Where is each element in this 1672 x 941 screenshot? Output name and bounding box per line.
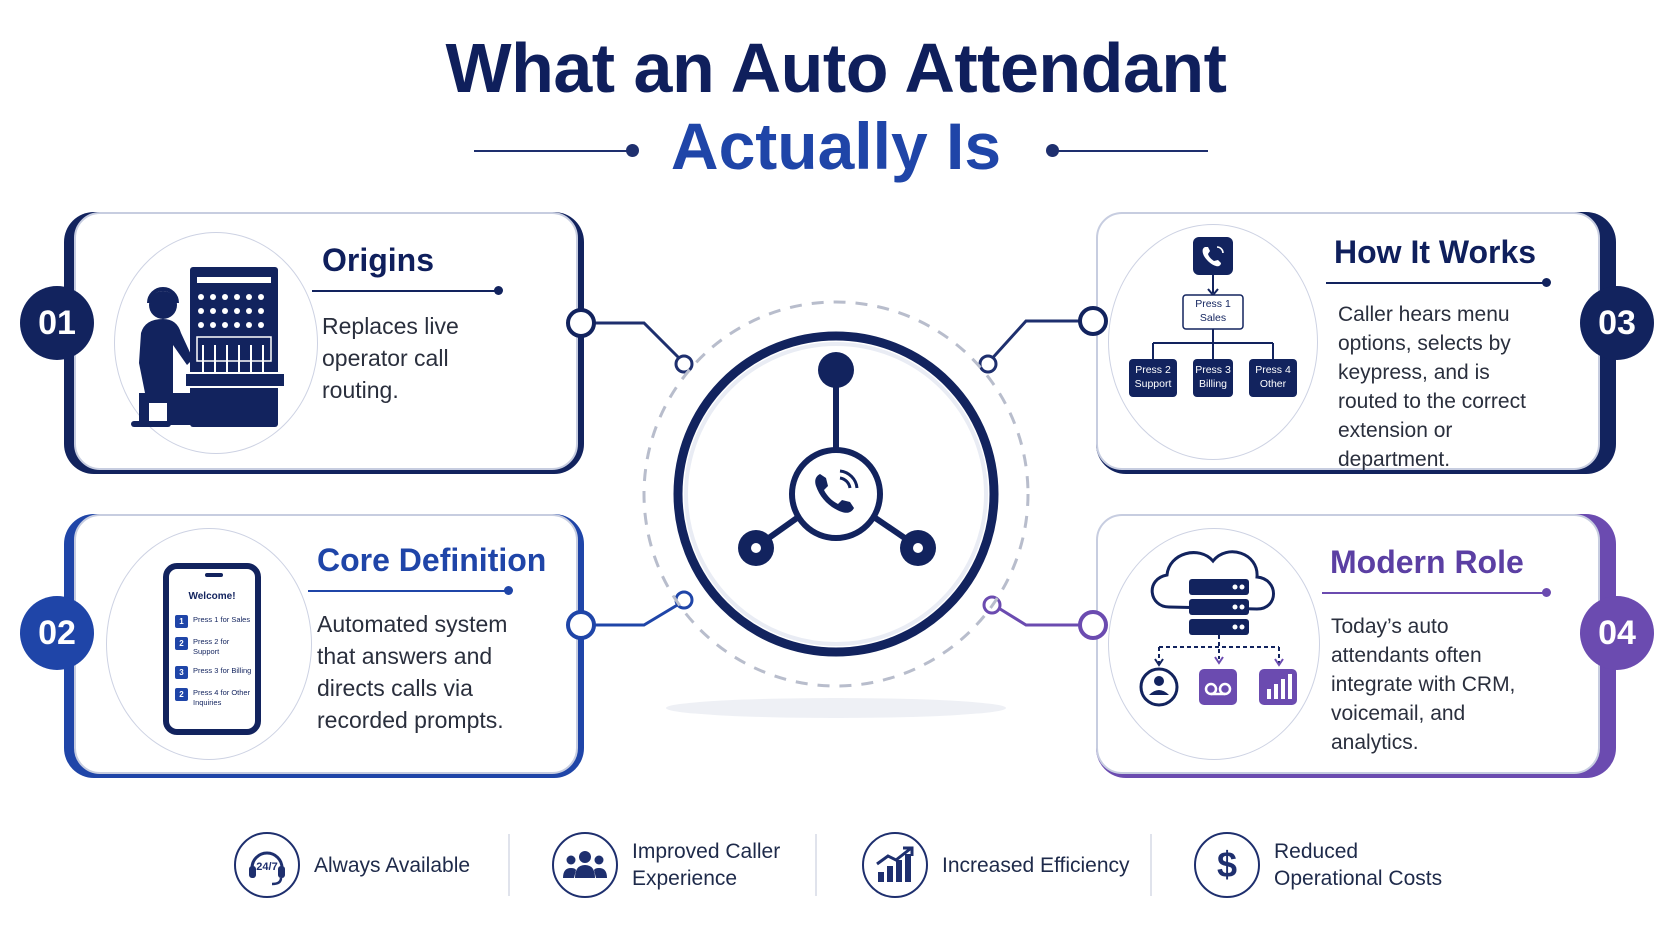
phone-icon <box>815 469 859 513</box>
24-7-headset-icon: 24/7 <box>234 832 300 898</box>
core-card: Welcome! 1 Press 1 for Sales 2 Press 2 for … <box>74 514 578 774</box>
24-7-label: 24/7 <box>256 861 278 873</box>
benefit-label: Reduced Operational Costs <box>1274 840 1443 890</box>
title-rule-right <box>1052 150 1208 152</box>
origins-number-badge: 01 <box>20 286 94 360</box>
benefit-always-available: 24/7 Always Available <box>234 832 470 898</box>
phone-greeting: Welcome! <box>188 591 236 602</box>
modern-title: Modern Role <box>1330 544 1524 580</box>
how-body: Caller hears menu options, selects by ke… <box>1338 303 1526 471</box>
page-title: What an Auto Attendant <box>445 29 1227 107</box>
how-illustration: Press 1 Sales Press 2 Support Press 3 Bi… <box>1108 224 1318 460</box>
tree-leaf-billing: Press 3 Billing <box>1195 364 1231 390</box>
core-title-rule <box>308 590 508 592</box>
origins-illustration <box>114 232 318 454</box>
origins-title-rule <box>312 290 498 292</box>
phone-option-number: 2 <box>175 688 188 701</box>
connector-origins <box>580 321 686 365</box>
phone-call-icon <box>1193 237 1233 275</box>
tree-leaf-other: Press 4 Other <box>1255 364 1291 390</box>
phone-option-number: 2 <box>175 637 188 650</box>
central-hub <box>580 300 1092 718</box>
phone-option-label: Press 4 for Other Inquiries <box>193 688 251 707</box>
tree-leaf-support: Press 2 Support <box>1134 364 1172 390</box>
title-rule-left <box>474 150 634 152</box>
origins-rule-dot <box>494 286 503 295</box>
phone-screen: Welcome! 1 Press 1 for Sales 2 Press 2 for … <box>163 563 261 735</box>
voicemail-icon <box>1199 669 1237 705</box>
core-number-badge: 02 <box>20 596 94 670</box>
phone-menu-option: 1 Press 1 for Sales <box>175 615 255 628</box>
phone-option-number: 3 <box>175 666 188 679</box>
how-connector-node <box>1078 306 1108 336</box>
dollar-symbol: $ <box>1216 844 1238 885</box>
phone-hub-ring <box>789 447 883 541</box>
how-rule-dot <box>1542 278 1551 287</box>
how-title: How It Works <box>1334 234 1537 270</box>
how-card: Press 1 Sales Press 2 Support Press 3 Bi… <box>1096 212 1600 471</box>
how-title-rule <box>1326 282 1546 284</box>
analytics-icon <box>1259 669 1297 705</box>
dollar-icon: $ <box>1194 832 1260 898</box>
operator-switchboard-icon <box>131 267 286 427</box>
connector-modern <box>991 602 1092 627</box>
core-illustration: Welcome! 1 Press 1 for Sales 2 Press 2 for … <box>106 528 312 760</box>
benefit-separator <box>815 834 817 896</box>
phone-menu-option: 2 Press 2 for Support <box>175 637 255 657</box>
title-dot-left <box>626 144 639 157</box>
origins-body: Replaces live operator call routing. <box>322 313 459 403</box>
people-group-icon <box>552 832 618 898</box>
phone-menu-option: 3 Press 3 for Billing <box>175 666 255 679</box>
tree-root-label: Press 1 Sales <box>1195 298 1231 324</box>
benefit-increased-efficiency: Increased Efficiency <box>862 832 1130 898</box>
how-number-badge: 03 <box>1580 286 1654 360</box>
phone-option-number: 1 <box>175 615 188 628</box>
phone-option-label: Press 2 for Support <box>193 637 230 656</box>
benefit-improved-caller-experience: Improved Caller Experience <box>552 832 782 898</box>
modern-body: Today’s auto attendants often integrate … <box>1331 615 1516 754</box>
call-routing-tree <box>1129 237 1297 397</box>
benefit-label: Always Available <box>314 853 471 877</box>
growth-chart-icon <box>862 832 928 898</box>
core-body: Automated system that answers and direct… <box>317 611 508 733</box>
core-title: Core Definition <box>317 542 547 578</box>
modern-title-rule <box>1322 592 1546 594</box>
page-subtitle: Actually Is <box>670 109 1002 183</box>
origins-card: Origins Replaces live operator call rout… <box>74 212 578 470</box>
crm-user-icon <box>1139 667 1179 707</box>
phone-menu-option: 2 Press 4 for Other Inquiries <box>175 688 255 708</box>
benefit-reduced-operational-costs: $ Reduced Operational Costs <box>1194 832 1444 898</box>
phone-option-label: Press 1 for Sales <box>193 615 251 624</box>
benefit-separator <box>1150 834 1152 896</box>
origins-connector-node <box>566 308 596 338</box>
modern-illustration <box>1108 528 1320 760</box>
modern-card: Modern Role Today’s auto attendants ofte… <box>1096 514 1600 774</box>
core-rule-dot <box>504 586 513 595</box>
modern-connector-node <box>1078 610 1108 640</box>
core-connector-node <box>566 610 596 640</box>
connector-core <box>580 599 685 627</box>
modern-rule-dot <box>1542 588 1551 597</box>
benefit-label: Increased Efficiency <box>942 853 1130 877</box>
origins-title: Origins <box>322 242 435 278</box>
connector-how <box>986 319 1092 365</box>
cloud-server-icon <box>1139 550 1297 707</box>
phone-option-label: Press 3 for Billing <box>193 666 252 675</box>
benefit-separator <box>508 834 510 896</box>
modern-number-badge: 04 <box>1580 596 1654 670</box>
benefit-label: Improved Caller Experience <box>632 840 781 890</box>
